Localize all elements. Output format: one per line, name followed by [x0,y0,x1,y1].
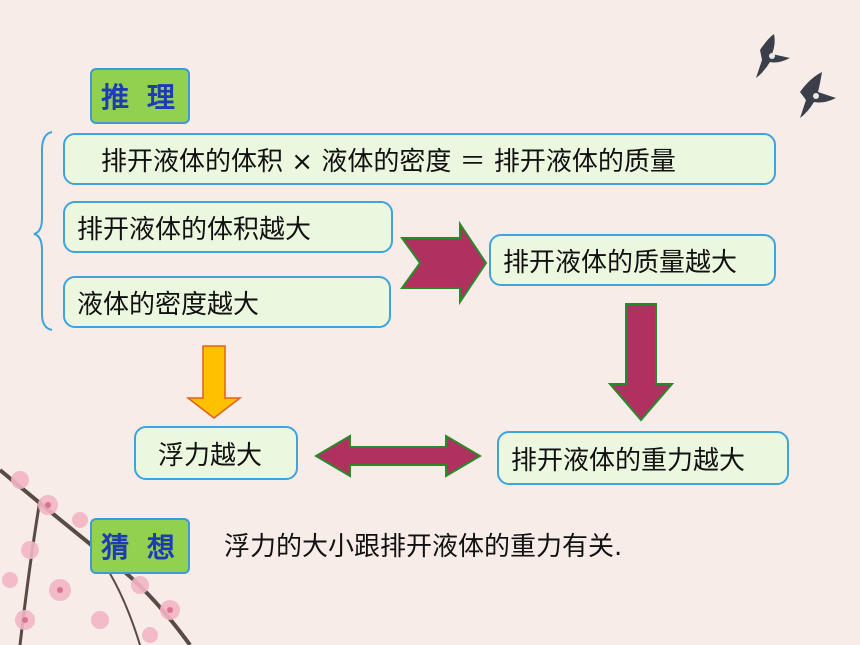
bird-icon [800,72,836,118]
mass-larger-box: 排开液体的质量越大 [489,234,776,286]
buoyancy-larger-box: 浮力越大 [134,426,298,480]
volume-larger-box: 排开液体的体积越大 [63,201,393,253]
guess-label: 猜 想 [90,518,190,574]
weight-larger-box: 排开液体的重力越大 [497,431,789,485]
down-arrow-yellow [185,345,243,419]
right-arrow [400,220,488,306]
left-brace [33,131,53,331]
bird-icon [756,34,790,78]
double-arrow [314,434,482,478]
down-arrow-red [607,303,675,422]
conjecture-text: 浮力的大小跟排开液体的重力有关. [224,532,623,562]
density-larger-box: 液体的密度越大 [63,276,391,328]
reasoning-label: 推 理 [90,68,190,124]
formula-box: 排开液体的体积 × 液体的密度 ＝ 排开液体的质量 [63,133,776,185]
